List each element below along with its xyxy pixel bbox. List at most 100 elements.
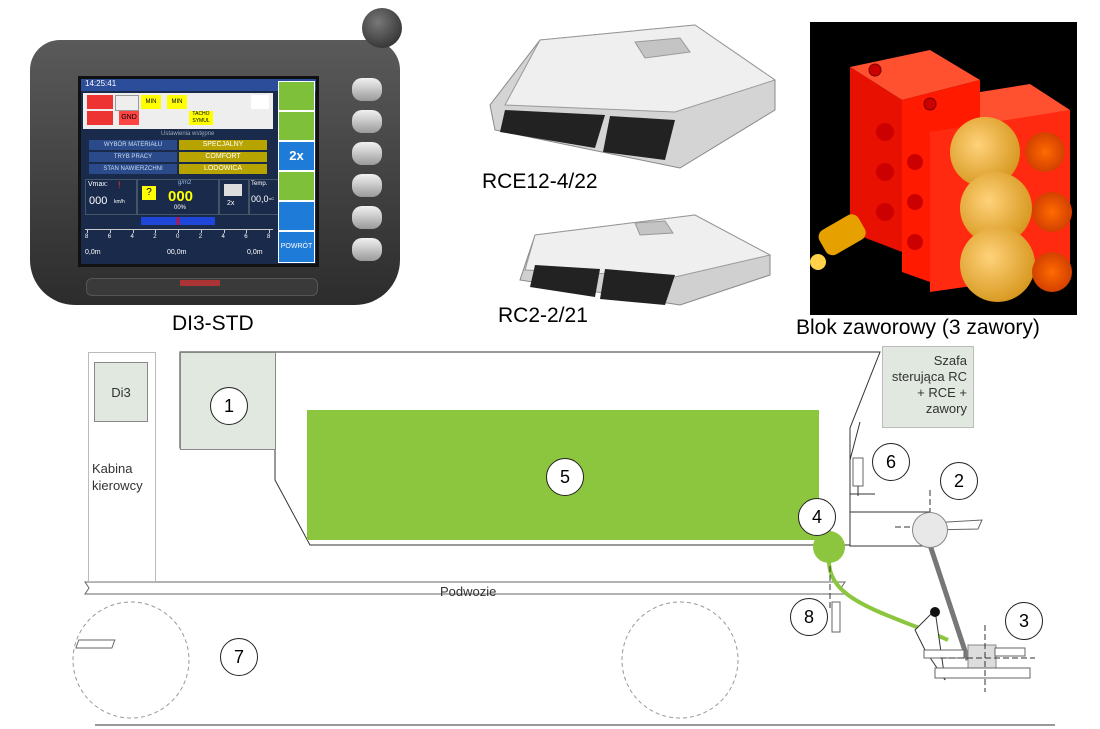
physical-button-3[interactable]	[352, 142, 382, 165]
terminal-bottom-strip	[86, 278, 318, 296]
physical-button-5[interactable]	[352, 206, 382, 229]
temp-label: Temp.	[251, 181, 268, 187]
vmax-unit: km/h	[114, 199, 125, 205]
scale-tick-label: 2	[153, 234, 157, 240]
di3-terminal: 14:25:41 MIN MIN TACHO SYMUL GND Ustawie…	[30, 8, 402, 305]
valve-cap-1	[1025, 132, 1065, 172]
scale-tick	[269, 229, 270, 233]
scale-tick	[87, 229, 88, 233]
beacon-icon	[251, 95, 269, 109]
ecu-rc2	[515, 205, 780, 310]
scale-tick-label: 6	[244, 234, 248, 240]
spinner-multiplier: 2x	[227, 200, 235, 207]
tacho-symul-icon: TACHO SYMUL	[189, 111, 213, 125]
scale-line	[85, 229, 273, 230]
valve-coil-3	[960, 227, 1035, 302]
spread-symmetric-button[interactable]	[278, 81, 315, 111]
scale-tick-label: 8	[85, 234, 89, 240]
control-cabinet-label: Szafa sterująca RC + RCE + zawory	[891, 353, 967, 416]
scale-tick	[132, 229, 134, 233]
physical-button-1[interactable]	[352, 78, 382, 101]
ecu-rce12	[485, 20, 780, 170]
spinner-panel: 2x	[219, 179, 249, 215]
width-bar-right	[177, 217, 215, 225]
marker-6: 6	[872, 443, 910, 481]
marker-4: 4	[798, 498, 836, 536]
physical-button-4[interactable]	[352, 174, 382, 197]
scale-tick-label: 2	[198, 234, 203, 240]
distance-right: 0,0m	[247, 249, 263, 256]
temp-unit: oC	[269, 196, 275, 201]
scale-tick	[200, 229, 202, 233]
marker-7: 7	[220, 638, 258, 676]
ecu-rc2-housing-icon	[519, 214, 772, 306]
value-special[interactable]: SPECJALNY	[179, 140, 267, 150]
spread-left-button[interactable]	[278, 171, 315, 201]
min-icon-1: MIN	[141, 95, 161, 109]
distance-center: 00,0m	[167, 249, 187, 256]
spread-mode-button[interactable]	[278, 111, 315, 141]
scale-tick-label: 8	[267, 234, 271, 240]
help-icon: ?	[142, 186, 156, 200]
gnd-icon: GND	[119, 111, 139, 125]
control-cabinet: Szafa sterująca RC + RCE + zawory	[882, 346, 974, 428]
spreader-diagram-lines	[72, 351, 1055, 726]
physical-button-2[interactable]	[352, 110, 382, 133]
terminal-caption: DI3-STD	[172, 312, 254, 335]
warning-icon	[87, 95, 113, 109]
scale-tick-label: 0	[176, 234, 180, 240]
marker-8: 8	[790, 598, 828, 636]
dose-value: 000	[168, 188, 194, 205]
valve-cap-2	[1032, 192, 1072, 232]
screen-time: 14:25:41	[85, 79, 117, 88]
physical-button-6[interactable]	[352, 238, 382, 261]
ecu-rce12-caption: RCE12-4/22	[482, 170, 598, 193]
menu-surface[interactable]: STAN NAWIERZCHNI	[89, 164, 177, 174]
terminal-mount-knob	[362, 8, 402, 48]
dose-unit: g/m2	[178, 180, 192, 186]
marker-1: 1	[210, 387, 248, 425]
di3-unit-label: Di3	[111, 384, 131, 400]
spinner-icon	[224, 184, 242, 196]
double-dose-button[interactable]: 2x	[278, 141, 315, 171]
cab-label: Kabina kierowcy	[92, 461, 143, 493]
distance-left: 0,0m	[85, 249, 101, 256]
menu-work-mode[interactable]: TRYB PRACY	[89, 152, 177, 162]
spread-right-button[interactable]	[278, 201, 315, 231]
scale-tick-label: 4	[221, 234, 225, 240]
status-icon-panel: MIN MIN TACHO SYMUL GND	[83, 93, 273, 129]
chassis-label: Podwozie	[440, 584, 497, 599]
valve-block-caption: Blok zaworowy (3 zawory)	[796, 316, 1040, 339]
value-comfort[interactable]: COMFORT	[179, 152, 267, 162]
hydraulic-motor-4	[813, 531, 845, 563]
spinner-motor-2	[912, 512, 948, 548]
width-bar-left	[141, 217, 177, 225]
menu-material[interactable]: WYBÓR MATERIAŁU	[89, 140, 177, 150]
back-button[interactable]: POWRÓT	[278, 231, 315, 263]
warning-exclamation-icon: !	[118, 180, 121, 190]
scale-tick-label: 6	[107, 234, 112, 240]
dose-percent: 00%	[174, 205, 187, 211]
scale-tick	[178, 229, 179, 233]
dose-panel: ? g/m2 000 00%	[137, 179, 219, 215]
temp-value: 00,0	[251, 194, 269, 204]
marker-2: 2	[940, 462, 978, 500]
scale-tick	[109, 229, 111, 233]
marker-5: 5	[546, 458, 584, 496]
ecu-rc2-caption: RC2-2/21	[498, 304, 588, 327]
settings-title: Ustawienia wstępne	[161, 131, 215, 137]
scale-tick	[246, 229, 248, 233]
value-ice[interactable]: LODOWICA	[179, 164, 267, 174]
terminal-screen: 14:25:41 MIN MIN TACHO SYMUL GND Ustawie…	[78, 76, 319, 267]
valve-cap-3	[1032, 252, 1072, 292]
temp-panel: Temp. 00,0 oC	[249, 179, 279, 215]
ecu-rce12-housing-icon	[489, 24, 777, 169]
scale-tick	[223, 229, 225, 233]
alarm-icon	[87, 111, 113, 125]
sensor-icon	[115, 95, 139, 111]
scale-tick-label: 4	[130, 234, 134, 240]
vmax-panel: Vmax: ! 000 km/h	[85, 179, 137, 215]
brand-logo	[180, 280, 220, 286]
vmax-value: 000	[89, 195, 108, 207]
valve-block-image	[810, 22, 1077, 315]
